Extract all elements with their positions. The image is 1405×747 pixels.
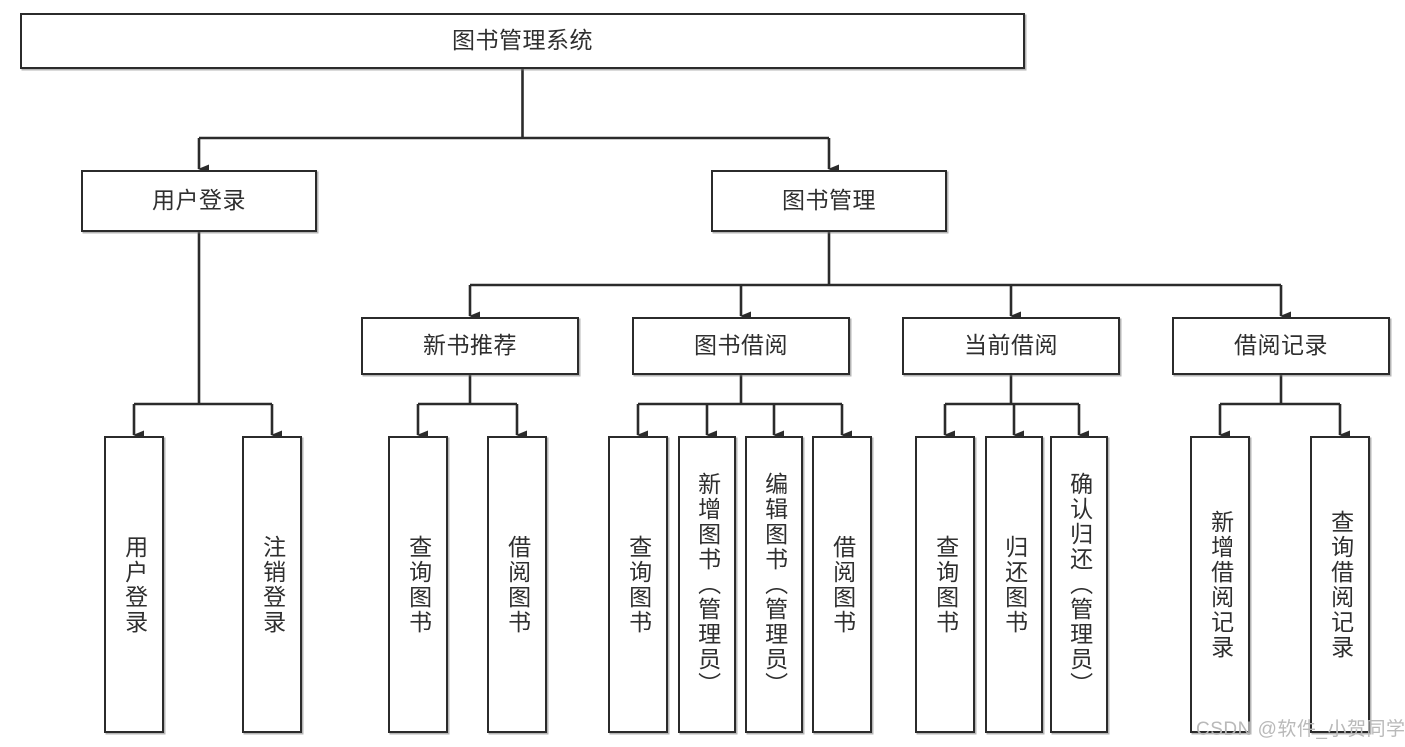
- node-label: 查询借阅记录: [1327, 509, 1354, 660]
- node-new-book-rec[interactable]: 新书推荐: [361, 317, 579, 375]
- node-leaf-user-login[interactable]: 用户登录: [104, 436, 164, 733]
- node-label: 借阅记录: [1234, 332, 1328, 359]
- node-book-manage[interactable]: 图书管理: [711, 170, 947, 232]
- node-leaf-user-logout[interactable]: 注销登录: [242, 436, 302, 733]
- node-borrow-record[interactable]: 借阅记录: [1172, 317, 1390, 375]
- node-label: 用户登录: [121, 534, 148, 635]
- node-leaf-query-book-1[interactable]: 查询图书: [388, 436, 448, 733]
- csdn-watermark: CSDN @软件_小贺同学: [1196, 719, 1405, 740]
- node-label: 查询图书: [932, 534, 959, 635]
- node-label: 查询图书: [625, 534, 652, 635]
- node-label: 图书管理: [782, 187, 876, 214]
- node-leaf-borrow-book-1[interactable]: 借阅图书: [487, 436, 547, 733]
- node-leaf-query-book-2[interactable]: 查询图书: [608, 436, 668, 733]
- node-label: 新增借阅记录: [1207, 509, 1234, 660]
- node-label: 图书管理系统: [452, 27, 593, 54]
- node-book-borrow[interactable]: 图书借阅: [632, 317, 850, 375]
- node-label: 当前借阅: [964, 332, 1058, 359]
- node-leaf-add-record[interactable]: 新增借阅记录: [1190, 436, 1250, 733]
- node-label: 图书借阅: [694, 332, 788, 359]
- node-label: 新增图书（管理员）: [694, 472, 721, 697]
- node-leaf-borrow-book-2[interactable]: 借阅图书: [812, 436, 872, 733]
- node-leaf-add-book[interactable]: 新增图书（管理员）: [678, 436, 736, 733]
- node-label: 用户登录: [152, 187, 246, 214]
- node-label: 归还图书: [1001, 534, 1028, 635]
- node-root[interactable]: 图书管理系统: [20, 13, 1025, 69]
- node-label: 注销登录: [259, 534, 286, 635]
- node-label: 编辑图书（管理员）: [761, 472, 788, 697]
- node-label: 查询图书: [405, 534, 432, 635]
- node-leaf-return-book[interactable]: 归还图书: [985, 436, 1043, 733]
- node-leaf-confirm-return[interactable]: 确认归还（管理员）: [1050, 436, 1108, 733]
- node-leaf-query-record[interactable]: 查询借阅记录: [1310, 436, 1370, 733]
- node-label: 确认归还（管理员）: [1066, 472, 1093, 697]
- node-leaf-edit-book[interactable]: 编辑图书（管理员）: [745, 436, 803, 733]
- node-leaf-query-book-3[interactable]: 查询图书: [915, 436, 975, 733]
- node-label: 借阅图书: [504, 534, 531, 635]
- node-label: 新书推荐: [423, 332, 517, 359]
- node-current-borrow[interactable]: 当前借阅: [902, 317, 1120, 375]
- node-label: 借阅图书: [829, 534, 856, 635]
- node-user-login[interactable]: 用户登录: [81, 170, 317, 232]
